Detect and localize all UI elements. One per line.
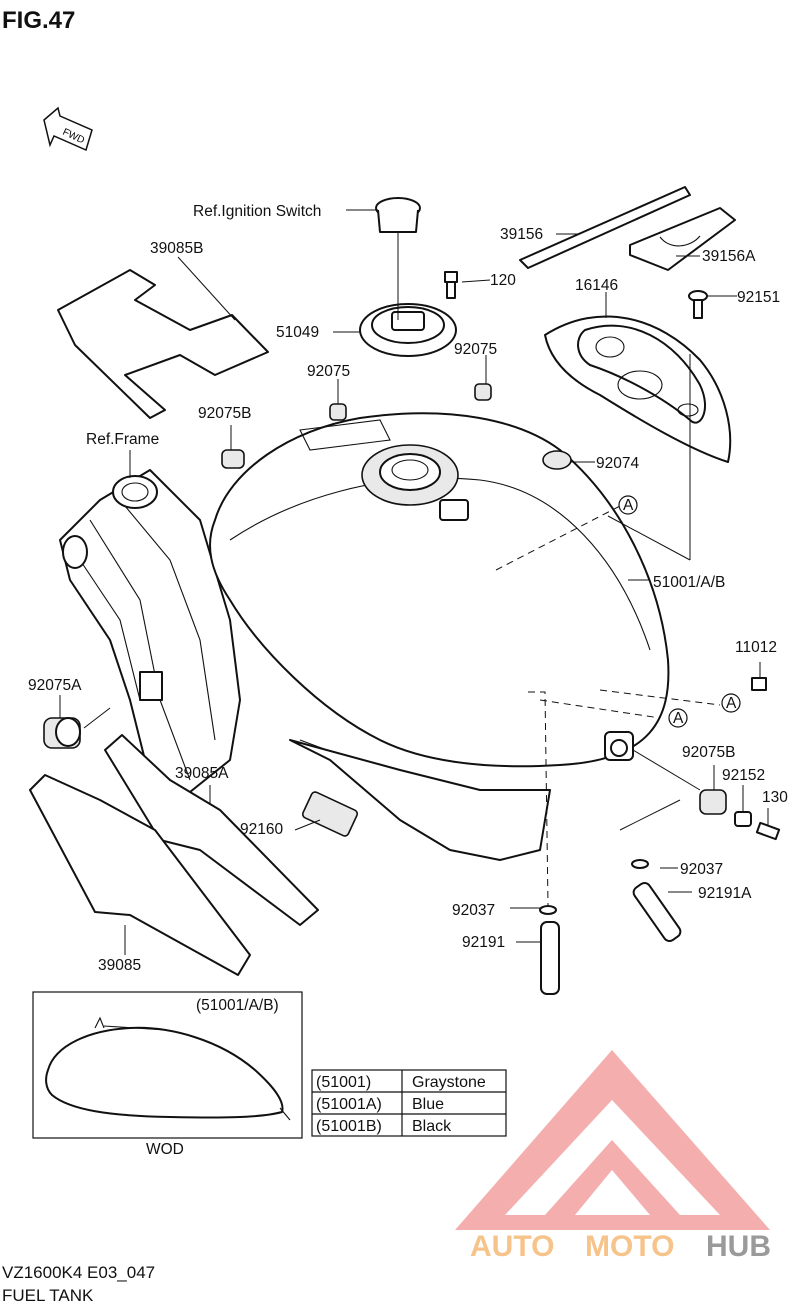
label-92191: 92191 (462, 934, 505, 951)
wod-caption: WOD (146, 1141, 184, 1158)
color-table: (51001) Graystone (51001A) Blue (51001B)… (311, 1069, 507, 1137)
table-row-1-color: Graystone (412, 1074, 486, 1091)
svg-text:A: A (726, 695, 737, 712)
label-39085B: 39085B (150, 240, 203, 257)
label-130: 130 (762, 789, 788, 806)
label-92075A: 92075A (28, 677, 82, 694)
table-row-2-code: (51001A) (316, 1096, 382, 1113)
part-11012 (751, 677, 767, 691)
label-92160: 92160 (240, 821, 283, 838)
wod-inset: (51001/A/B) WOD (32, 991, 303, 1158)
part-39085B (57, 269, 269, 419)
watermark-part1: AUTO (470, 1230, 554, 1263)
label-92074: 92074 (596, 455, 639, 472)
label-92075B-top: 92075B (198, 405, 251, 422)
part-92160 (301, 791, 359, 837)
part-51049 (359, 303, 457, 357)
part-39156 (519, 186, 691, 269)
label-92075B-right: 92075B (682, 744, 735, 761)
label-92191A: 92191A (698, 885, 752, 902)
watermark-part2: MOTO (585, 1230, 674, 1263)
ref-circle-a-1: A (618, 495, 638, 515)
svg-text:A: A (673, 710, 684, 727)
table-row-3-color: Black (412, 1118, 452, 1135)
part-92074 (542, 450, 572, 470)
label-39156: 39156 (500, 226, 543, 243)
footer: VZ1600K4 E03_047 FUEL TANK (2, 1263, 155, 1305)
part-92075-grommet-2 (474, 383, 492, 401)
part-39085A (104, 734, 319, 926)
part-92151 (688, 290, 708, 319)
label-92152: 92152 (722, 767, 765, 784)
label-ref-ignition: Ref.Ignition Switch (193, 203, 321, 220)
part-92075B-right (699, 789, 727, 815)
part-92152 (734, 811, 752, 827)
footer-code: VZ1600K4 E03_047 (2, 1263, 155, 1282)
label-39085: 39085 (98, 957, 141, 974)
part-92191A (632, 881, 682, 943)
part-16146 (544, 315, 732, 463)
part-92037-right (631, 859, 649, 869)
part-130 (755, 821, 781, 841)
label-51001AB: 51001/A/B (653, 574, 725, 591)
label-16146: 16146 (575, 277, 618, 294)
part-39085 (29, 774, 251, 976)
watermark-text: AUTO MOTO HUB (470, 1230, 771, 1263)
label-39156A: 39156A (702, 248, 756, 265)
part-92075A (43, 717, 81, 749)
part-92191 (540, 921, 560, 995)
table-row-3-code: (51001B) (316, 1118, 382, 1135)
footer-name: FUEL TANK (2, 1286, 94, 1305)
ignition-switch-cap (375, 197, 421, 320)
ref-circle-a-2: A (721, 693, 741, 713)
table-row-1-code: (51001) (316, 1074, 371, 1091)
label-92037-right: 92037 (680, 861, 723, 878)
label-11012: 11012 (735, 639, 777, 656)
label-51049: 51049 (276, 324, 319, 341)
fwd-arrow-icon: FWD (43, 106, 93, 152)
label-39085A: 39085A (175, 765, 229, 782)
label-ref-frame: Ref.Frame (86, 431, 159, 448)
watermark-part3: HUB (706, 1230, 771, 1263)
table-row-2-color: Blue (412, 1096, 444, 1113)
svg-text:A: A (623, 497, 634, 514)
label-92037-bottom: 92037 (452, 902, 495, 919)
fuel-tank-body (209, 412, 670, 861)
part-92075B-top (221, 449, 245, 469)
label-92151: 92151 (737, 289, 780, 306)
part-120 (444, 271, 458, 299)
label-92075-a: 92075 (307, 363, 350, 380)
watermark-logo (455, 1050, 770, 1230)
part-92037-bottom (539, 905, 557, 915)
wod-title: (51001/A/B) (196, 997, 279, 1014)
part-39156A (629, 207, 736, 271)
figure-title: FIG.47 (2, 7, 75, 34)
frame-part (59, 469, 241, 801)
label-92075-b: 92075 (454, 341, 497, 358)
part-labels: FIG.47 Ref.Ignition Switch 39156 39156A … (2, 7, 788, 974)
label-120: 120 (490, 272, 516, 289)
part-92075-grommet-1 (329, 403, 347, 421)
leader-lines (59, 209, 769, 955)
ref-circle-a-3: A (668, 708, 688, 728)
